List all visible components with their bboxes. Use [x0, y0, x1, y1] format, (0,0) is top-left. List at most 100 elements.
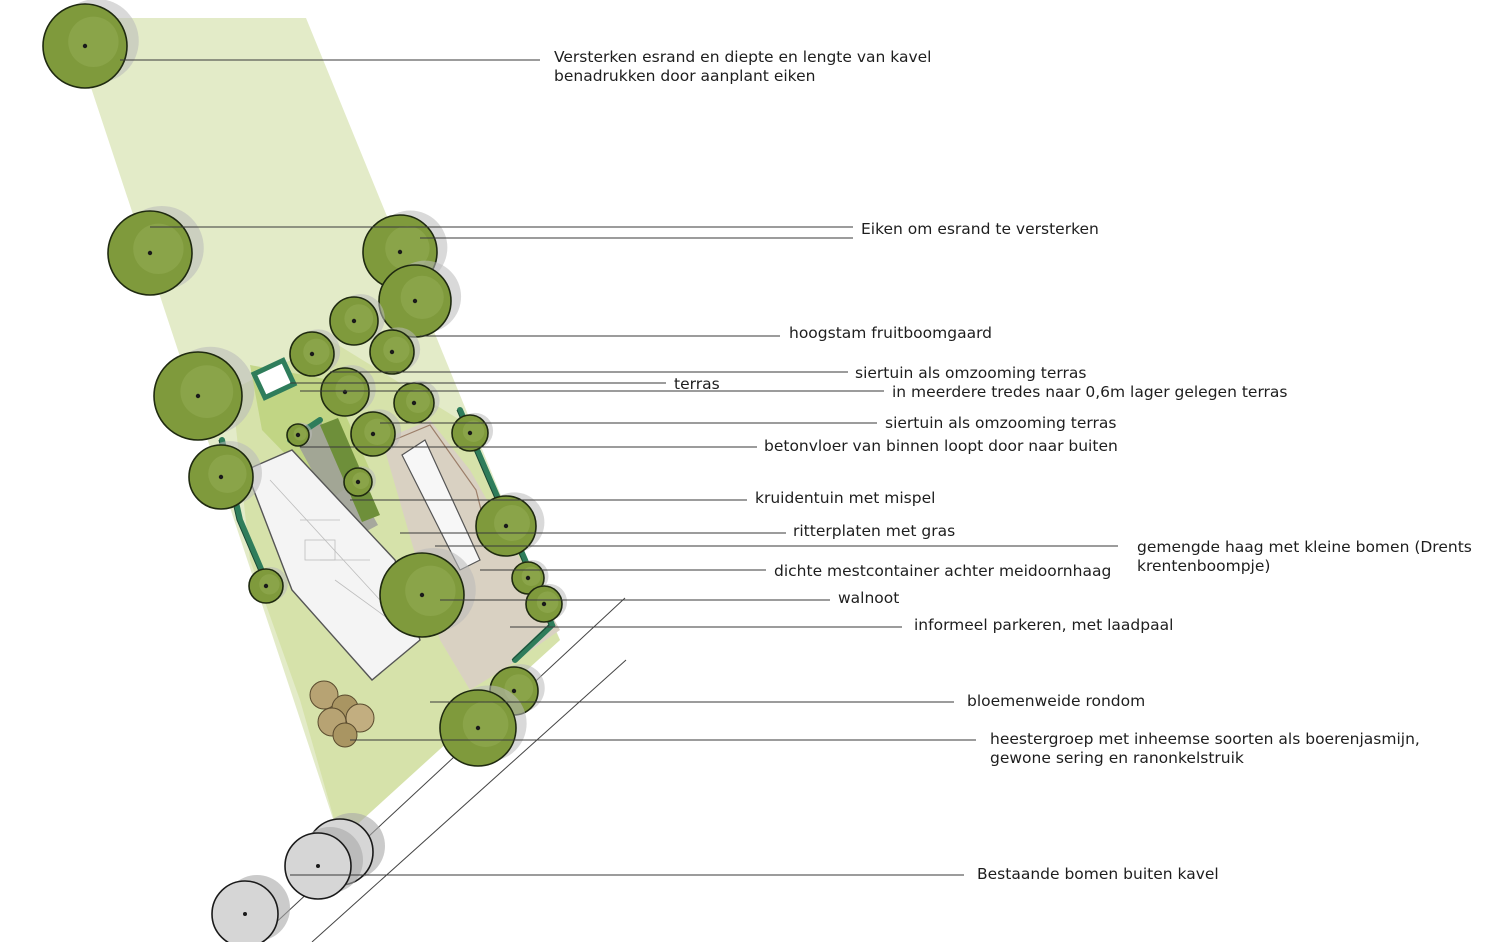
shrub-group	[309, 680, 375, 748]
tree-trunk-dot	[263, 583, 269, 589]
tree-highlight	[352, 472, 370, 489]
tree	[329, 294, 385, 346]
label-line: kruidentuin met mispel	[755, 489, 936, 507]
tree-trunk-dot	[370, 431, 376, 437]
terrace	[250, 357, 298, 401]
tree-highlight	[462, 701, 509, 747]
label-line: betonvloer van binnen loopt door naar bu…	[764, 437, 1118, 455]
tree-highlight	[364, 418, 391, 445]
label-line: hoogstam fruitboomgaard	[789, 324, 993, 342]
tree	[369, 327, 421, 375]
building-interior-lines	[269, 479, 391, 621]
tree	[42, 0, 139, 89]
tree-trunk-dot	[309, 351, 315, 357]
tree-trunk-dot	[503, 523, 509, 529]
tree	[343, 466, 376, 497]
leader-lines	[120, 59, 1118, 876]
tree-trunk-dot	[511, 688, 517, 694]
tree	[320, 365, 376, 417]
tree-trunk-dot	[147, 250, 153, 256]
tree-trunk-dot	[316, 864, 320, 868]
tree-highlight	[293, 427, 307, 441]
label-kruidentuin: kruidentuin met mispel	[755, 489, 935, 508]
tree-trunk-dot	[82, 43, 88, 49]
tree-highlight	[180, 365, 234, 418]
tree	[379, 547, 476, 638]
label-line: dichte mestcontainer achter meidoornhaag	[774, 562, 1112, 580]
tree	[289, 329, 341, 377]
tree-highlight	[521, 566, 541, 587]
label-line: heestergroep met inheemse soorten als bo…	[990, 730, 1420, 748]
tree-trunk-dot	[243, 912, 247, 916]
label-parkeren: informeel parkeren, met laadpaal	[914, 616, 1173, 635]
label-line: benadrukken door aanplant eiken	[554, 67, 816, 85]
tree-trunk-dot	[295, 432, 301, 438]
label-line: Bestaande bomen buiten kavel	[977, 865, 1219, 883]
trees-layer	[42, 0, 568, 767]
tree-highlight	[494, 505, 530, 541]
tree	[451, 412, 494, 452]
label-line: ritterplaten met gras	[793, 522, 956, 540]
tree-trunk-dot	[411, 400, 417, 406]
tree-highlight	[383, 336, 410, 363]
tree-highlight	[208, 454, 247, 493]
existing-tree	[211, 875, 290, 947]
tree	[153, 346, 255, 441]
existing-trees-layer	[211, 813, 385, 947]
label-line: siertuin als omzooming terras	[885, 414, 1117, 432]
label-line: gemengde haag met kleine bomen (Drents	[1137, 538, 1472, 556]
tree-highlight	[462, 420, 485, 443]
label-walnoot: walnoot	[838, 589, 899, 608]
concrete-strip	[290, 420, 378, 540]
label-heestergroep: heestergroep met inheemse soorten als bo…	[990, 730, 1420, 768]
tree-trunk-dot	[218, 474, 224, 480]
tree-highlight	[68, 16, 119, 67]
tree-highlight	[259, 574, 280, 595]
tree-trunk-dot	[412, 298, 418, 304]
label-hoogstam: hoogstam fruitboomgaard	[789, 324, 992, 343]
label-tredes: in meerdere tredes naar 0,6m lager geleg…	[892, 383, 1288, 402]
tree-trunk-dot	[525, 575, 531, 581]
tree-highlight	[335, 375, 365, 404]
tree	[525, 583, 568, 623]
label-mestcontainer: dichte mestcontainer achter meidoornhaag	[774, 562, 1111, 581]
label-bloemenweide: bloemenweide rondom	[967, 692, 1145, 711]
tree-highlight	[536, 591, 559, 613]
label-line: Versterken esrand en diepte en lengte va…	[554, 48, 932, 66]
building	[245, 449, 421, 681]
tree-highlight	[133, 223, 184, 274]
label-line: terras	[674, 375, 720, 393]
label-line: siertuin als omzooming terras	[855, 364, 1087, 382]
building-annex	[401, 439, 481, 571]
label-esrand: Versterken esrand en diepte en lengte va…	[554, 48, 931, 86]
tree	[248, 566, 288, 604]
label-ritterplaten: ritterplaten met gras	[793, 522, 955, 541]
tree-trunk-dot	[351, 318, 357, 324]
label-line: gewone sering en ranonkelstruik	[990, 749, 1244, 767]
tree-highlight	[405, 565, 456, 616]
tree-trunk-dot	[467, 430, 473, 436]
tree	[286, 422, 313, 447]
label-line: in meerdere tredes naar 0,6m lager geleg…	[892, 383, 1288, 401]
label-bestaande: Bestaande bomen buiten kavel	[977, 865, 1219, 884]
tree	[475, 492, 545, 557]
tree	[439, 685, 527, 767]
label-siertuin1: siertuin als omzooming terras	[855, 364, 1086, 383]
tree	[188, 441, 262, 510]
tree-trunk-dot	[475, 725, 481, 731]
tree-trunk-dot	[419, 592, 425, 598]
label-betonvloer: betonvloer van binnen loopt door naar bu…	[764, 437, 1118, 456]
label-line: bloemenweide rondom	[967, 692, 1146, 710]
tree-trunk-dot	[195, 393, 201, 399]
tree-trunk-dot	[355, 479, 361, 485]
tree-trunk-dot	[389, 349, 395, 355]
label-line: informeel parkeren, met laadpaal	[914, 616, 1174, 634]
existing-tree	[284, 827, 363, 900]
tree-trunk-dot	[342, 389, 348, 395]
label-line: Eiken om esrand te versterken	[861, 220, 1099, 238]
tree-highlight	[344, 304, 374, 333]
existing-tree-crown	[211, 880, 279, 947]
